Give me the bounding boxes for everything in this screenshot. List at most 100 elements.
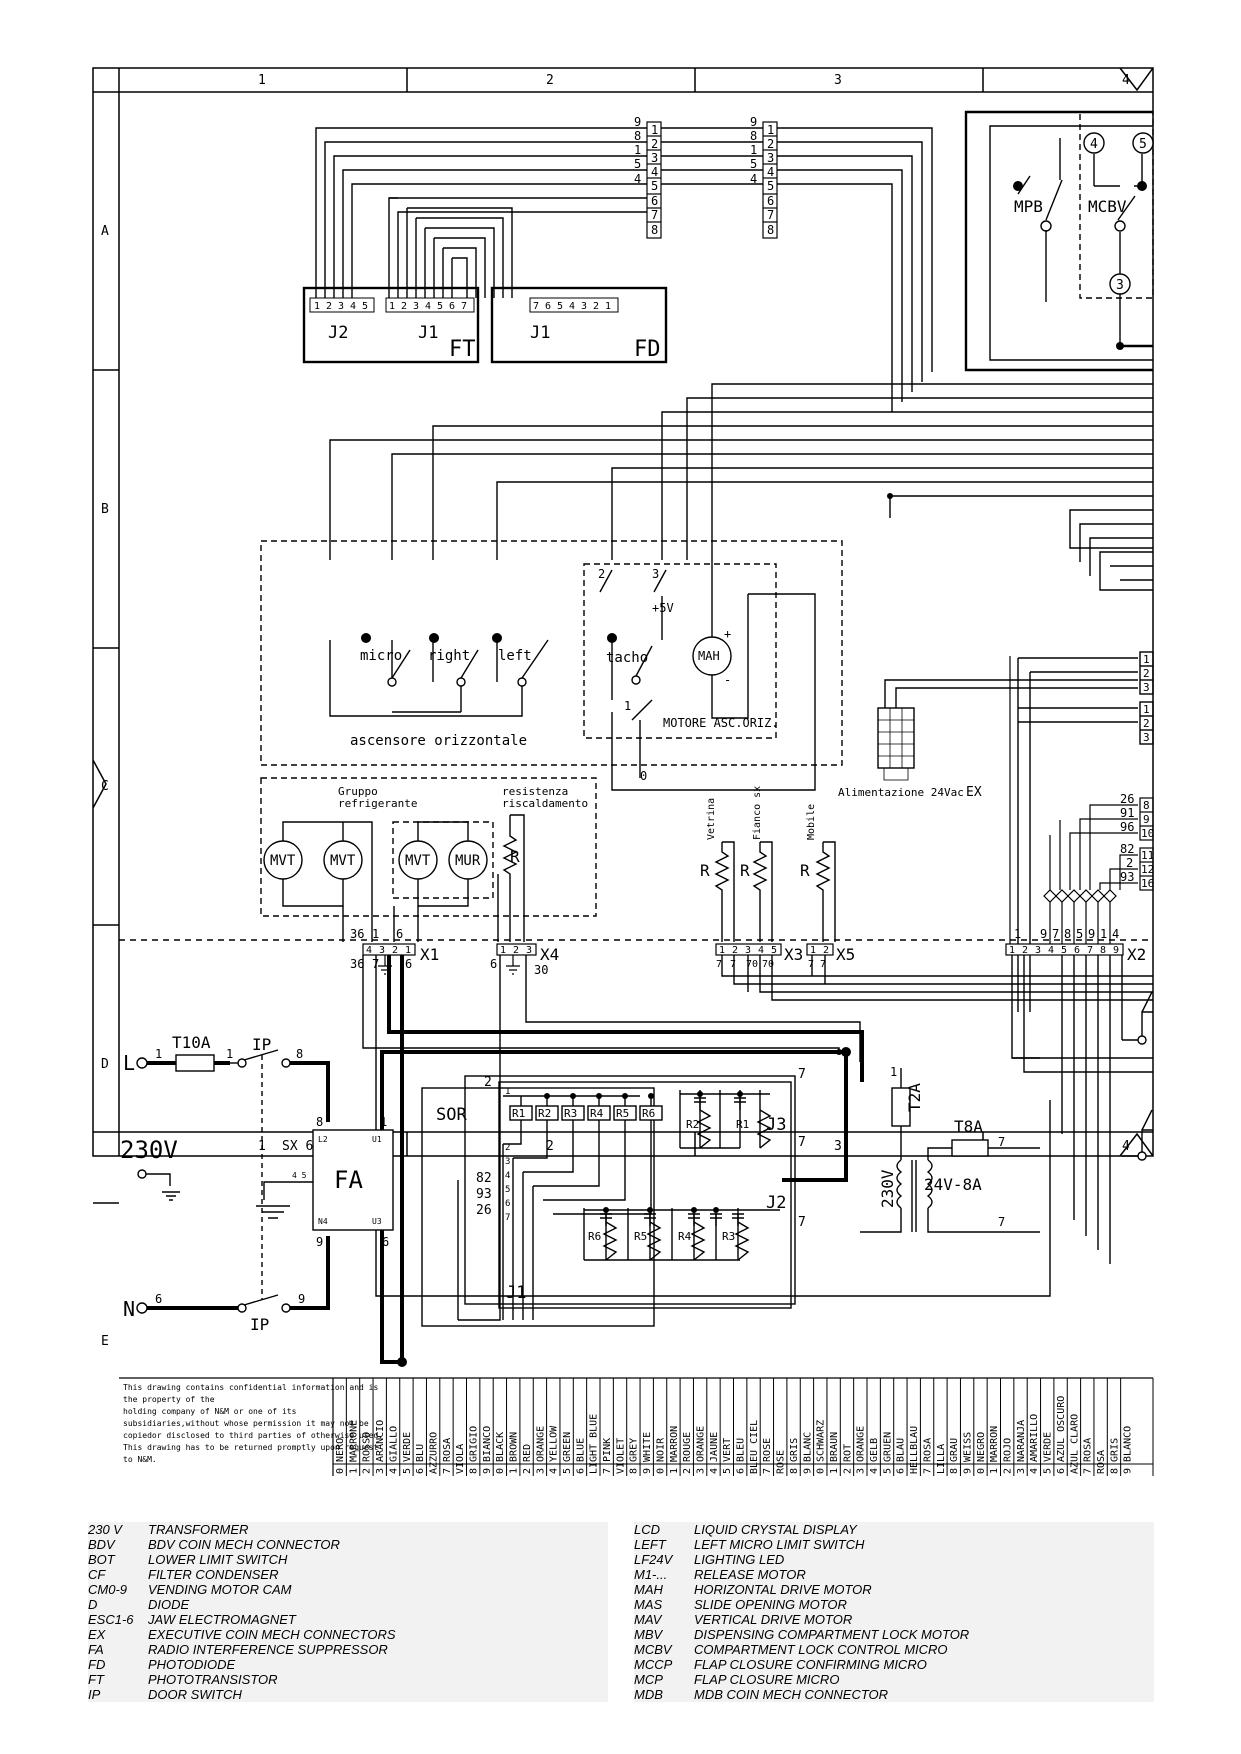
color-table-entry: 6 BLUE: [575, 1438, 586, 1474]
legend-code: MBV: [634, 1627, 663, 1642]
x2r-pin-10: 10: [1141, 827, 1154, 840]
notice-line-4: subsidiaries,without whose permission it…: [123, 1419, 369, 1428]
j1-pin-2: 2: [505, 1143, 510, 1153]
color-table-entry: 5 VERDE: [1043, 1432, 1054, 1474]
color-table-entry: 5 VERDE: [402, 1432, 413, 1474]
x5-bottom-7a: 7: [808, 959, 814, 970]
fd-j1-pin-6: 6: [545, 301, 551, 312]
fa-block: [312, 1129, 394, 1231]
group-title-2: refrigerante: [338, 797, 417, 810]
col-label-2-bottom: 2: [546, 1139, 554, 1154]
color-table-entry: ROSE: [776, 1450, 787, 1474]
row-label-c: C: [101, 779, 109, 794]
ft-j1-label: J1: [418, 323, 438, 343]
color-table-entry: ROSA: [1096, 1450, 1107, 1474]
legend-description: VENDING MOTOR CAM: [148, 1582, 292, 1597]
color-table-entry: BLEU CIEL: [749, 1420, 760, 1474]
resist-title-2: riscaldamento: [502, 797, 588, 810]
x2r-num-26: 26: [1120, 792, 1134, 806]
notice-line-2: the property of the: [123, 1395, 215, 1404]
color-table-entry: HELLBLAU: [909, 1426, 920, 1474]
x2-label: X2: [1127, 945, 1146, 964]
fd-j1-pin-7: 7: [533, 301, 539, 312]
r-fianco: R: [740, 861, 750, 880]
x1-pin-2: 2: [392, 945, 398, 956]
legend-code: D: [88, 1597, 98, 1612]
j1-pin-4: 4: [505, 1171, 510, 1181]
vetrina-label: Vetrina: [706, 798, 717, 840]
legend-code: MCBV: [634, 1642, 672, 1657]
fd-block: [490, 286, 668, 364]
x3-label: X3: [784, 945, 803, 964]
color-table-entry: AZUL CLARO: [1069, 1414, 1080, 1474]
color-table-entry: 8 GRAU: [949, 1438, 960, 1474]
j3-label: J3: [766, 1115, 786, 1135]
color-table-entry: 2 ROSSO: [362, 1432, 373, 1474]
sor-label: SOR: [436, 1105, 467, 1125]
legend-code: BOT: [88, 1552, 115, 1567]
legend-code: EX: [88, 1627, 106, 1642]
legend-code: MAH: [634, 1582, 663, 1597]
color-table-entry: 0 NOIR: [655, 1437, 666, 1474]
legend-code: LF24V: [634, 1552, 673, 1567]
sor-wire-82: 82: [476, 1171, 492, 1186]
color-table-entry: 3 NARANJA: [1016, 1420, 1027, 1474]
fuse-t8a: [951, 1139, 989, 1157]
color-table-entry: LIGHT BLUE: [589, 1414, 600, 1474]
relay-r3: R3: [564, 1107, 577, 1120]
ft-j1-pin-2: 2: [401, 301, 407, 312]
t2a-label: T2A: [905, 1083, 924, 1112]
fa-pin-1: 1: [380, 1115, 387, 1129]
legend-code: BDV: [88, 1537, 115, 1552]
x1-bottom-6: 6: [405, 957, 412, 971]
conn-a-num-4: 4: [651, 165, 658, 179]
t8a-label: T8A: [954, 1117, 983, 1136]
x4-left-6: 6: [490, 957, 497, 971]
color-table-entry: 4 AMARILLO: [1029, 1414, 1040, 1474]
mah-plus: +: [724, 627, 731, 641]
conn-b-num-6: 6: [767, 194, 774, 208]
sor-wire-93: 93: [476, 1187, 492, 1202]
legend-code: FT: [88, 1672, 104, 1687]
x2-top-7: 7: [1052, 927, 1059, 941]
legend-description: PHOTODIODE: [148, 1657, 236, 1672]
primary-230v: 230V: [878, 1169, 897, 1208]
micro-label: micro: [360, 648, 402, 664]
sor-r5: R5: [634, 1230, 647, 1243]
x1-pin-3: 3: [379, 945, 385, 956]
legend-description: BDV COIN MECH CONNECTOR: [148, 1537, 340, 1552]
x2-pin-3: 3: [1035, 945, 1041, 956]
ex-caption: Alimentazione 24Vac: [838, 786, 964, 799]
x2-top-1b: 1: [1100, 927, 1107, 941]
conn-a-num-7: 7: [651, 208, 658, 222]
x2-top-5: 5: [1076, 927, 1083, 941]
x2-pin-6: 6: [1074, 945, 1080, 956]
x2-pin-7: 7: [1087, 945, 1093, 956]
ft-j2-pin-5: 5: [362, 301, 368, 312]
transformer-wire-7b: 7: [998, 1215, 1005, 1229]
x3-pin-1: 1: [719, 945, 725, 956]
fuse-t10a: [175, 1054, 215, 1072]
legend-code: MDB: [634, 1687, 663, 1702]
mcbv-label: MCBV: [1088, 197, 1127, 216]
x2r-num-93: 93: [1120, 870, 1134, 884]
ip-bottom-label: IP: [250, 1315, 269, 1334]
fa-u3: U3: [372, 1217, 382, 1226]
ex-pin-b2: 2: [1143, 717, 1150, 730]
sor-wire-7c: 7: [798, 1215, 806, 1230]
color-table-entry: 1 MARRON: [989, 1426, 1000, 1474]
j1-label: J1: [506, 1283, 526, 1303]
j2-label: J2: [766, 1193, 786, 1213]
color-table-entry: 1 MARRON: [669, 1426, 680, 1474]
right-label: right: [428, 648, 470, 664]
color-table-entry: 0 NEGRO: [976, 1432, 987, 1474]
ex-pin-a2: 2: [1143, 667, 1150, 680]
